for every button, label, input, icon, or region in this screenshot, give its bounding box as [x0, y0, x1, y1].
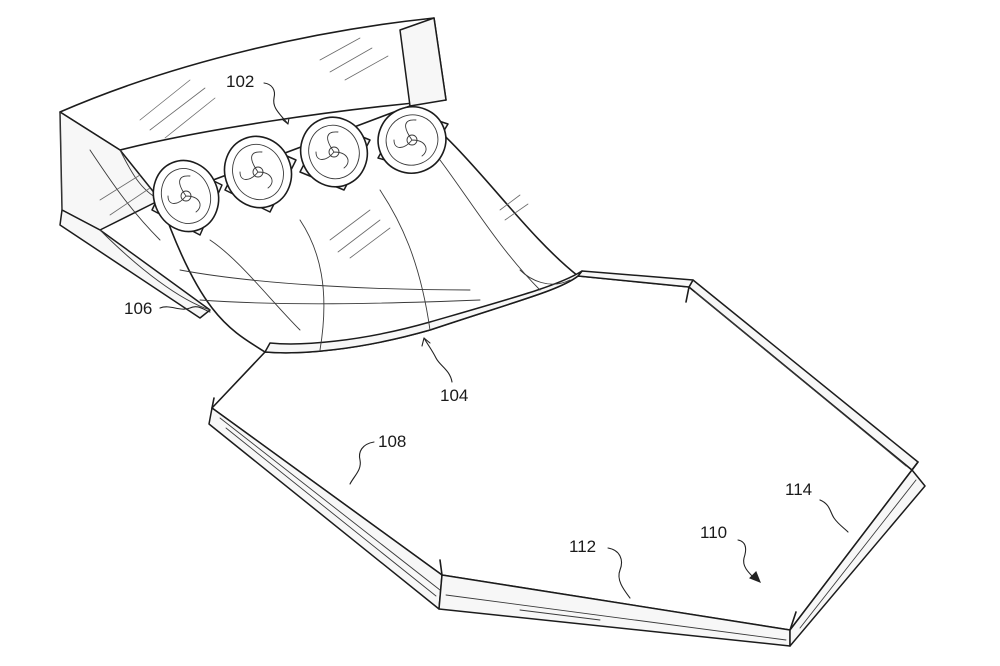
fan-3 — [299, 116, 371, 191]
ref-label-112: 112 — [569, 537, 596, 556]
callout-104: 104 — [421, 337, 468, 405]
fan-4 — [377, 106, 449, 174]
fan-2 — [223, 135, 297, 213]
fan-1 — [151, 159, 223, 236]
callout-114: 114 — [785, 480, 849, 533]
callout-106: 106 — [124, 299, 211, 318]
ref-label-102: 102 — [226, 72, 254, 91]
hexagonal-base-plate — [208, 270, 926, 647]
ref-label-114: 114 — [785, 480, 812, 499]
fan-array — [151, 106, 449, 236]
ref-label-110: 110 — [700, 523, 727, 542]
callout-110: 110 — [700, 523, 761, 583]
callout-108: 108 — [349, 432, 406, 485]
callout-112: 112 — [569, 537, 631, 599]
ref-label-108: 108 — [378, 432, 406, 451]
side-wall-114 — [789, 469, 926, 647]
ref-label-106: 106 — [124, 299, 152, 318]
callout-102: 102 — [226, 72, 290, 125]
ref-label-104: 104 — [440, 386, 468, 405]
